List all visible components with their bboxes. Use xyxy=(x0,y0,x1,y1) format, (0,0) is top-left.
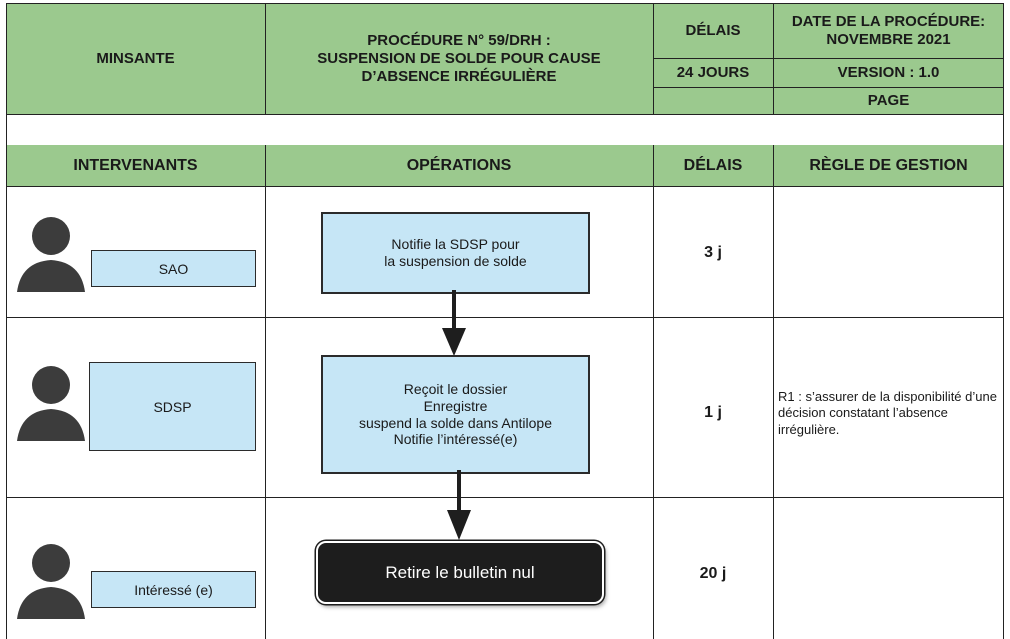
column-header-regle: RÈGLE DE GESTION xyxy=(809,156,968,174)
operation-line: la suspension de solde xyxy=(384,253,527,269)
procedure-number: PROCÉDURE N° 59/DRH : xyxy=(367,31,551,49)
operation-line: suspend la solde dans Antilope xyxy=(358,414,553,431)
page-label: PAGE xyxy=(867,91,910,109)
actor-label-sdsp: SDSP xyxy=(89,362,256,451)
operation-line: Notifie la SDSP pour xyxy=(391,236,520,253)
flow-arrow xyxy=(442,290,466,356)
flow-arrow xyxy=(447,470,471,540)
date-label: DATE DE LA PROCÉDURE: xyxy=(791,12,986,30)
version-label: VERSION : 1.0 xyxy=(837,63,940,81)
delay-row-3: 20 j xyxy=(699,565,727,582)
final-operation-box: Retire le bulletin nul xyxy=(316,541,604,604)
actor-label-interesse: Intéressé (e) xyxy=(91,571,256,608)
operation-line: Reçoit le dossier xyxy=(403,380,508,397)
header-delais-label: DÉLAIS xyxy=(685,21,741,39)
person-icon xyxy=(17,217,85,292)
management-rule-r1: R1 : s’assurer de la disponibilité d’une… xyxy=(778,389,997,437)
date-value: NOVEMBRE 2021 xyxy=(826,30,951,48)
actor-label-sao: SAO xyxy=(91,250,256,287)
operation-line: Retire le bulletin nul xyxy=(385,562,535,582)
delay-row-1: 3 j xyxy=(704,244,722,261)
procedure-subtitle: SUSPENSION DE SOLDE POUR CAUSE D’ABSENCE… xyxy=(317,49,601,85)
column-header-intervenants: INTERVENANTS xyxy=(73,156,198,174)
column-header-delais: DÉLAIS xyxy=(683,156,743,174)
org-name: MINSANTE xyxy=(96,49,175,67)
person-icon xyxy=(17,366,85,441)
operation-line: Notifie l’intéressé(e) xyxy=(393,431,518,448)
procedure-title: PROCÉDURE N° 59/DRH : SUSPENSION DE SOLD… xyxy=(265,3,653,114)
column-header-operations: OPÉRATIONS xyxy=(406,156,512,174)
person-icon xyxy=(17,544,85,619)
operation-box-notify: Notifie la SDSP pour la suspension de so… xyxy=(321,212,590,294)
column-header-row xyxy=(6,145,1004,186)
operation-line: Enregistre xyxy=(423,397,488,414)
date-procedure: DATE DE LA PROCÉDURE: NOVEMBRE 2021 xyxy=(773,3,1004,58)
delay-row-2: 1 j xyxy=(704,404,722,421)
operation-box-receive: Reçoit le dossier Enregistre suspend la … xyxy=(321,355,590,474)
header-delais-value: 24 JOURS xyxy=(676,63,750,81)
